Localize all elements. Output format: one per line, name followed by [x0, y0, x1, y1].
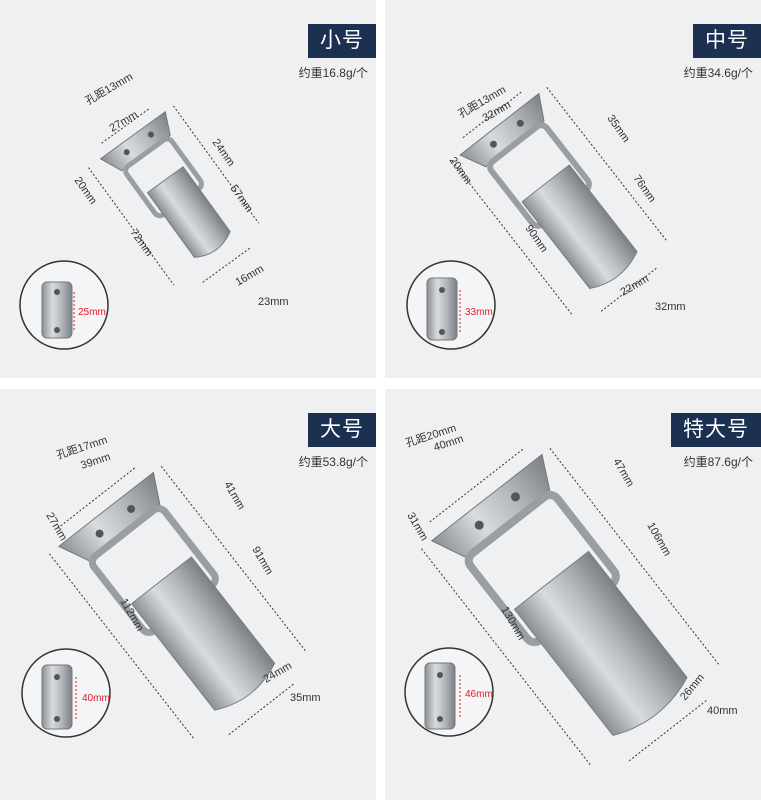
product-panel-small: 孔距13mm 27mm 24mm 20mm 57mm 72mm 16mm 23m…: [0, 0, 376, 378]
dim-width: 35mm: [290, 692, 321, 704]
dim-width: 40mm: [707, 705, 738, 717]
dimension-line: [101, 107, 151, 144]
base-plate: [430, 453, 551, 559]
dim-middle: 76mm: [631, 173, 658, 205]
weight-label: 约重87.6g/个: [683, 455, 753, 469]
dim-width: 23mm: [258, 296, 289, 308]
dimension-line: [421, 548, 592, 766]
screw-hole: [489, 140, 497, 148]
weight-label: 约重34.6g/个: [683, 66, 753, 80]
detail-inset: 25mm: [19, 260, 109, 350]
screw-hole: [123, 149, 130, 156]
dimension-line: [451, 160, 573, 316]
detail-inset: 33mm: [406, 260, 496, 350]
lever: [146, 166, 231, 258]
base-plate: [459, 92, 545, 168]
dimension-line: [48, 553, 195, 740]
dim-left-offset: 31mm: [404, 511, 430, 543]
dim-tip: 16mm: [234, 263, 266, 289]
dimension-line: [228, 682, 296, 736]
dim-inset: 40mm: [82, 693, 110, 704]
dim-middle: 91mm: [249, 545, 275, 577]
latch-illustration: 孔距20mm 40mm 47mm 31mm 106mm 130mm 26mm 4…: [404, 421, 738, 766]
dim-top-height: 47mm: [610, 457, 636, 489]
dimension-line: [462, 91, 522, 138]
lever: [521, 164, 638, 290]
screw-hole: [516, 119, 524, 127]
product-panel-medium: 孔距13mm 32mm 35mm 20mm 76mm 90mm 22mm 32m…: [385, 0, 761, 378]
latch-illustration: 孔距13mm 27mm 24mm 20mm 57mm 72mm 16mm 23m…: [19, 70, 289, 350]
dim-tip: 22mm: [619, 273, 651, 299]
latch-illustration: 孔距17mm 39mm 41mm 27mm 91mm 112mm 24mm 35…: [21, 433, 321, 740]
latch-illustration: 孔距13mm 32mm 35mm 20mm 76mm 90mm 22mm 32m…: [406, 83, 686, 350]
dimension-line: [88, 167, 175, 286]
dim-top-height: 41mm: [221, 480, 247, 512]
size-badge: 特大号: [671, 413, 761, 447]
screw-hole: [95, 529, 104, 538]
base-plate: [99, 110, 171, 172]
product-panel-extra-large: 孔距20mm 40mm 47mm 31mm 106mm 130mm 26mm 4…: [385, 389, 761, 800]
dim-top-height: 24mm: [210, 137, 237, 169]
dim-width: 32mm: [655, 301, 686, 313]
screw-hole: [147, 131, 154, 138]
product-panel-large: 孔距17mm 39mm 41mm 27mm 91mm 112mm 24mm 35…: [0, 389, 376, 800]
dim-left-offset: 20mm: [72, 175, 99, 207]
screw-hole: [474, 520, 484, 530]
dim-hole-pitch: 孔距13mm: [83, 70, 135, 108]
detail-inset: 40mm: [21, 648, 111, 738]
dim-plate-width: 27mm: [108, 109, 140, 135]
dim-middle: 106mm: [644, 521, 673, 559]
dim-left-offset: 27mm: [43, 511, 69, 543]
dim-inset: 33mm: [465, 307, 493, 318]
size-badge: 小号: [308, 24, 376, 58]
size-badge: 中号: [693, 24, 761, 58]
dim-inset: 46mm: [465, 689, 493, 700]
dim-top-height: 35mm: [605, 113, 632, 145]
weight-label: 约重16.8g/个: [298, 66, 368, 80]
dim-plate-width: 39mm: [79, 451, 112, 472]
weight-label: 约重53.8g/个: [298, 455, 368, 469]
dim-inset: 25mm: [78, 307, 106, 318]
screw-hole: [127, 504, 136, 513]
dimension-line: [546, 87, 668, 242]
dim-middle: 57mm: [228, 183, 255, 215]
size-badge: 大号: [308, 413, 376, 447]
dimension-line: [549, 448, 720, 666]
dimension-line: [173, 105, 260, 224]
detail-inset: 46mm: [404, 647, 494, 737]
lever: [130, 556, 276, 711]
screw-hole: [510, 492, 520, 502]
dimension-line: [57, 466, 137, 529]
dim-total: 72mm: [128, 227, 155, 259]
lever: [513, 550, 688, 736]
dimension-line: [160, 466, 307, 652]
base-plate: [57, 471, 161, 562]
